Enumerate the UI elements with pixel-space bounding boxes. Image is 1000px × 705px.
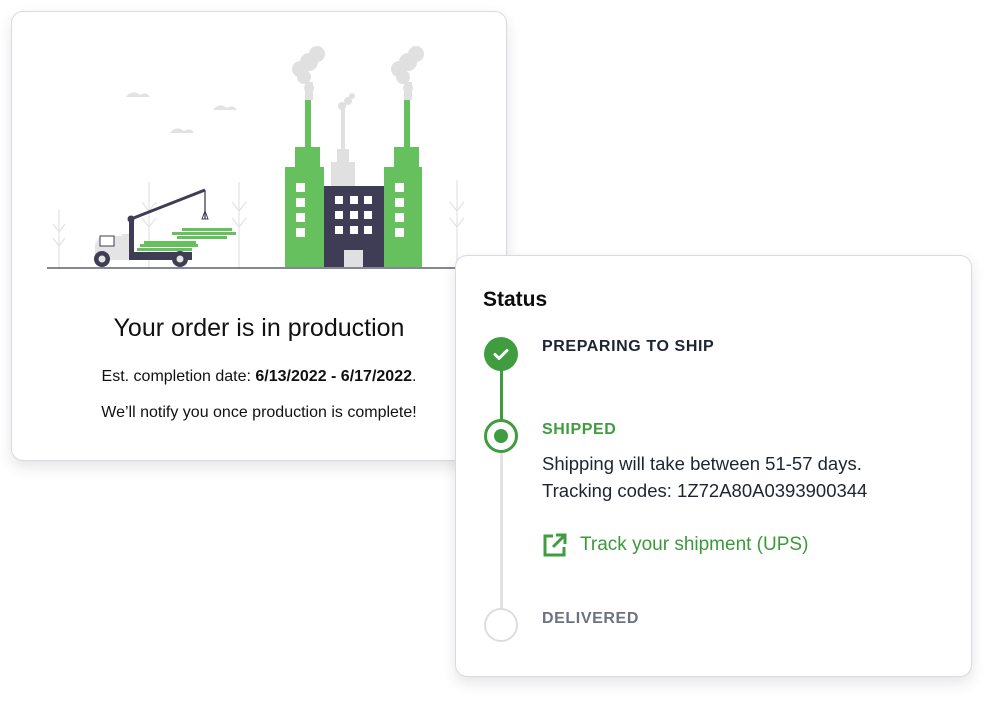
track-shipment-label[interactable]: Track your shipment (UPS) bbox=[580, 534, 809, 555]
step-shipped: SHIPPED bbox=[542, 421, 617, 438]
completion-dates: 6/13/2022 - 6/17/2022 bbox=[255, 368, 412, 385]
check-circle-icon bbox=[484, 337, 518, 371]
progress-line-pending bbox=[500, 453, 503, 611]
status-title: Status bbox=[483, 288, 548, 311]
external-link-icon bbox=[543, 533, 567, 557]
step-delivered: DELIVERED bbox=[542, 610, 639, 627]
completion-date: Est. completion date: 6/13/2022 - 6/17/2… bbox=[101, 368, 417, 385]
progress-line-complete bbox=[500, 370, 503, 426]
notify-message: We’ll notify you once production is comp… bbox=[101, 404, 417, 421]
production-title: Your order is in production bbox=[113, 314, 405, 342]
tracking-codes: Tracking codes: 1Z72A80A0393900344 bbox=[542, 480, 868, 501]
radio-current-icon bbox=[484, 419, 518, 453]
step-preparing-to-ship: PREPARING TO SHIP bbox=[542, 338, 715, 355]
track-shipment-link[interactable]: Track your shipment (UPS) bbox=[542, 532, 808, 558]
status-card: Status PREPARING TO SHIP SHIPPED Shippin… bbox=[455, 255, 972, 677]
production-card: Your order is in production Est. complet… bbox=[11, 11, 507, 461]
cloud-icon bbox=[126, 92, 237, 133]
factory-truck-illustration bbox=[47, 46, 472, 269]
empty-circle-icon bbox=[484, 608, 518, 642]
shipping-duration: Shipping will take between 51-57 days. bbox=[542, 453, 862, 474]
